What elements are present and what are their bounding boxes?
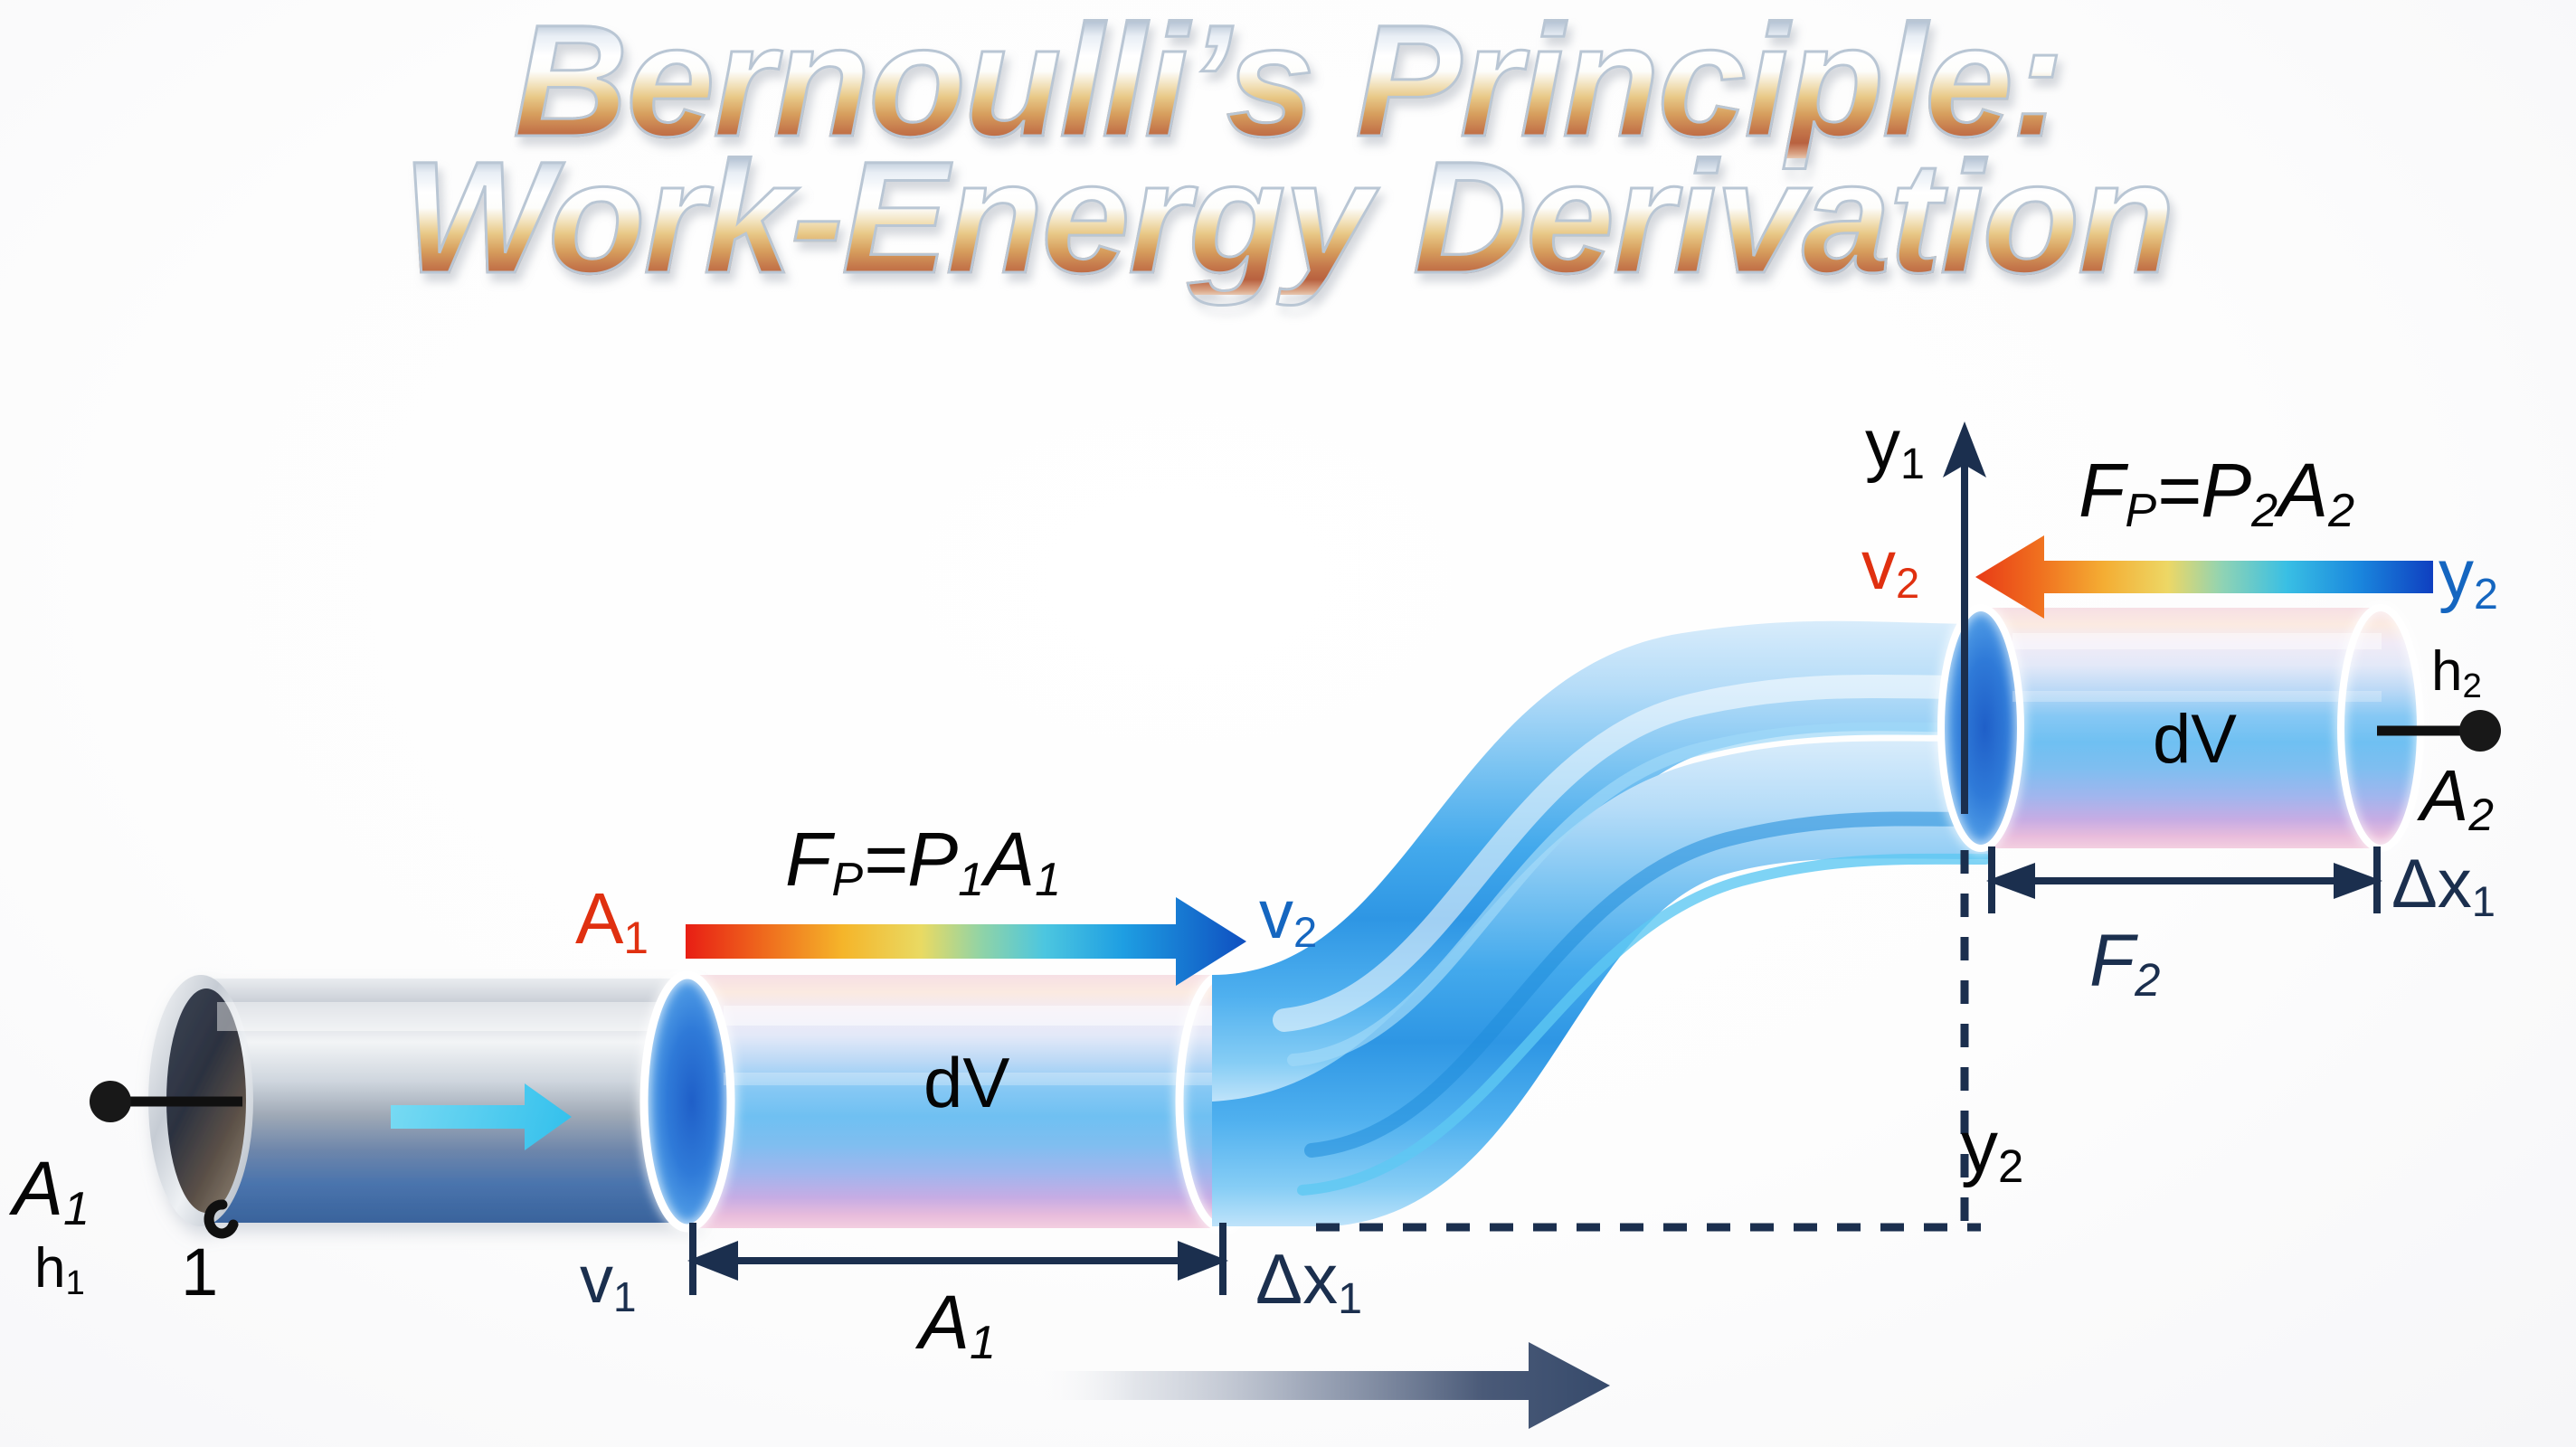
label-velocity2-blue: v2 (1259, 876, 1318, 957)
label-force2: F2 (2089, 920, 2161, 1007)
s-bend (1212, 620, 1993, 1226)
force-arrow-2 (1975, 535, 2433, 619)
label-outlet-area: A2 (2420, 755, 2494, 840)
label-area1-dimension: A1 (919, 1280, 996, 1370)
outlet-leader-line (2377, 710, 2501, 752)
label-inlet-height: h1 (34, 1237, 85, 1303)
inlet-leader-line (90, 1081, 242, 1122)
datum-dashed-lines (1316, 850, 1981, 1232)
label-dV-outlet: dV (2153, 701, 2237, 778)
label-inlet-area: A1 (13, 1146, 90, 1236)
label-area1-red: A1 (575, 878, 649, 963)
label-y2-datum: y2 (1961, 1106, 2024, 1193)
label-force-pressure-1: FP=P1A1 (785, 817, 1062, 907)
label-station-one: 1 (181, 1234, 219, 1310)
label-velocity2-red: v2 (1861, 527, 1920, 608)
flow-direction-arrow (1031, 1342, 1610, 1429)
label-delta-x1-left: Δx1 (1255, 1239, 1363, 1323)
label-delta-x1-right: Δx1 (2391, 846, 2496, 926)
y1-axis-arrow (1943, 421, 1986, 814)
label-force-pressure-2: FP=P2A2 (2079, 448, 2355, 538)
inlet-metal-pipe (148, 975, 696, 1226)
outlet-control-volume (1937, 604, 2424, 852)
inlet-control-volume (639, 970, 1271, 1233)
dimension-line-dx1-right (1986, 846, 2382, 913)
label-dV-inlet: dV (923, 1043, 1010, 1122)
inlet-flow-arrow (391, 1083, 572, 1150)
dimension-line-dx1-left (687, 1223, 1228, 1295)
force-arrow-1 (686, 897, 1246, 986)
label-y2-blue: y2 (2439, 534, 2498, 619)
label-outlet-height: h2 (2431, 640, 2482, 706)
label-y1: y1 (1865, 404, 1925, 488)
label-velocity1: v1 (580, 1242, 637, 1321)
